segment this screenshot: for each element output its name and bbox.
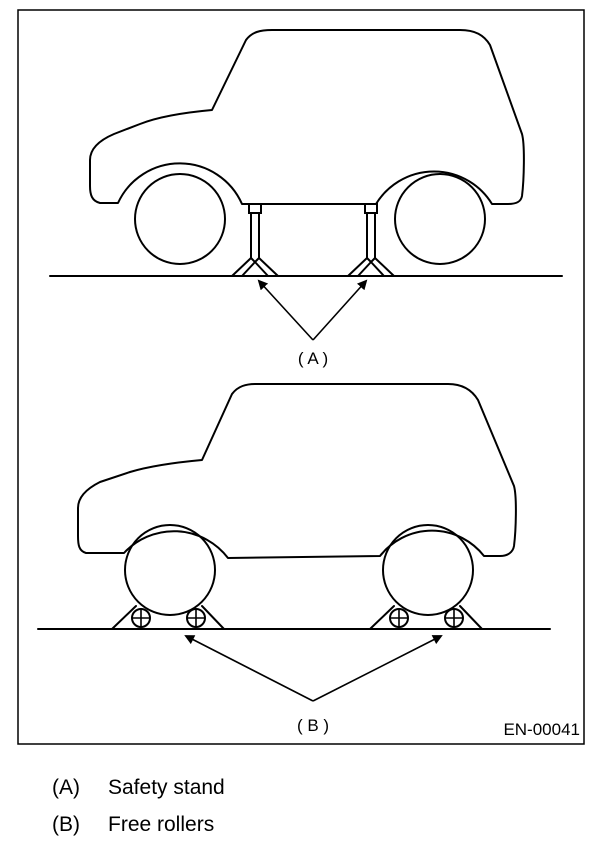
- safety-stand-rear: [347, 203, 395, 277]
- safety-stand-front: [231, 203, 279, 277]
- free-roller-front: [111, 605, 225, 630]
- car-body-bottom: [77, 383, 517, 559]
- legend-text-a: Safety stand: [108, 776, 225, 799]
- front-wheel-top: [134, 173, 226, 265]
- free-roller-rear: [369, 605, 483, 630]
- rear-wheel-top: [394, 173, 486, 265]
- legend-text-b: Free rollers: [108, 813, 215, 836]
- figure-frame: [17, 9, 585, 745]
- label-b: ( B ): [297, 716, 329, 735]
- car-on-safety-stands: ( A ): [49, 29, 563, 368]
- legend-key-a: (A): [52, 776, 80, 799]
- legend-item-a: (A) Safety stand: [52, 776, 225, 800]
- car-body-top: [89, 29, 525, 205]
- legend-key-b: (B): [52, 813, 80, 836]
- rear-wheel-bottom: [382, 524, 474, 616]
- arrow-a-right: [312, 279, 368, 341]
- arrow-b-left: [184, 635, 314, 702]
- arrow-b-right: [312, 635, 443, 702]
- car-on-free-rollers: ( B ): [37, 383, 551, 735]
- arrow-a-left: [257, 279, 314, 341]
- front-wheel-bottom: [124, 524, 216, 616]
- legend-item-b: (B) Free rollers: [52, 813, 214, 837]
- figure-code: EN-00041: [503, 720, 580, 739]
- label-a: ( A ): [298, 349, 328, 368]
